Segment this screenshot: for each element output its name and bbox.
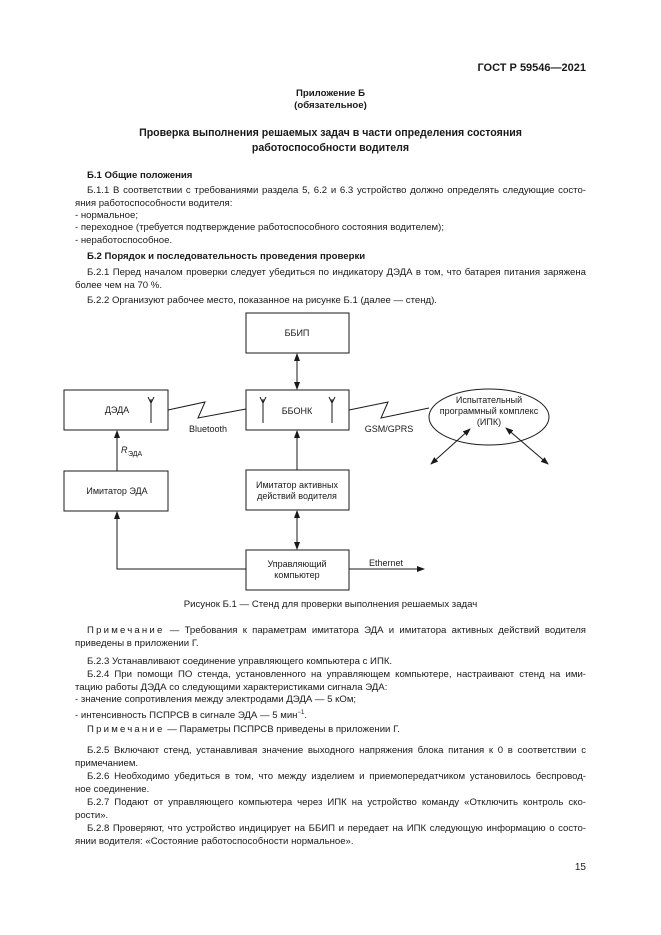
label-computer-2: компьютер: [274, 570, 319, 580]
label-computer-1: Управляющий: [267, 559, 326, 569]
page-number: 15: [574, 862, 586, 873]
label-ipk-1: Испытательный: [456, 395, 522, 405]
label-r-sub: ЭДА: [128, 451, 143, 458]
block-computer: [245, 549, 350, 591]
list-item: - значение сопротивления между электрода…: [75, 694, 357, 705]
note-label: Примечание: [87, 724, 165, 735]
arrow-computer-imitator-eda: [114, 511, 246, 570]
label-ipk-2: программный комплекс: [440, 406, 539, 416]
document-id-header: ГОСТ Р 59546—2021: [477, 62, 586, 74]
section-2-heading: Б.2 Порядок и последовательность проведе…: [87, 251, 366, 262]
label-r: R: [121, 445, 128, 455]
label-ethernet: Ethernet: [369, 558, 404, 568]
list-item-text: - интенсивность ПСПРСВ в сигнале ЭДА — 5…: [75, 710, 298, 722]
note-text: — Параметры ПСПРСВ приведены в приложени…: [167, 724, 400, 735]
bluetooth-link: [167, 401, 247, 419]
paragraph-line: Б.2.1 Перед началом проверки следует убе…: [87, 267, 586, 278]
paragraph-line: Б.2.8 Проверяют, что устройство индициру…: [87, 823, 586, 834]
paragraph-line: приведены в приложении Г.: [75, 638, 199, 649]
paragraph-line: Б.1.1 В соответствии с требованиями разд…: [87, 185, 586, 196]
list-item-end: .: [304, 710, 307, 722]
label-bbonk: ББОНК: [282, 406, 313, 416]
antenna-icon: [259, 396, 267, 423]
section-1-heading: Б.1 Общие положения: [87, 170, 193, 181]
paragraph-line: рости».: [75, 810, 109, 821]
figure-caption: Рисунок Б.1 — Стенд для проверки выполне…: [183, 599, 478, 610]
paragraph-line: янии водителя: «Состояние работоспособно…: [75, 836, 354, 847]
label-deda: ДЭДА: [105, 405, 129, 415]
appendix-status: (обязательное): [294, 100, 367, 111]
gsm-link: [348, 401, 430, 419]
list-item: - неработоспособное.: [75, 235, 173, 246]
label-imitator-active-2: действий водителя: [257, 491, 337, 501]
paragraph-line: яния работоспособности водителя:: [75, 198, 233, 209]
list-item: - нормальное;: [75, 210, 138, 221]
label-imitator-eda: Имитатор ЭДА: [86, 486, 147, 496]
block-ipk: [428, 388, 550, 446]
note-text: — Требования к параметрам имитатора ЭДА …: [169, 625, 587, 636]
paragraph-line: Б.2.2 Организуют рабочее место, показанн…: [87, 295, 437, 306]
label-imitator-active-1: Имитатор активных: [256, 480, 338, 490]
paragraph-line: более чем на 70 %.: [75, 280, 162, 291]
label-bluetooth: Bluetooth: [189, 424, 227, 434]
arrow-ipk-left: [430, 428, 471, 465]
page-title-line-2: работоспособности водителя: [251, 142, 410, 154]
label-ipk-3: (ИПК): [477, 417, 501, 427]
list-item: - интенсивность ПСПРСВ в сигнале ЭДА — 5…: [75, 707, 586, 722]
note-label: Примечание: [87, 625, 165, 636]
note-2: Примечание — Параметры ПСПРСВ приведены …: [75, 724, 586, 736]
paragraph-line: Б.2.6 Необходимо убедиться в том, что ме…: [87, 771, 586, 782]
paragraph-line: тацию работы ДЭДА со следующими характер…: [75, 682, 388, 693]
paragraph-line: Б.2.4 При помощи ПО стенда, установленно…: [87, 669, 586, 680]
figure-diagram: ББИП ДЭДА ББОНК Испытательный программны…: [63, 312, 550, 591]
label-gsm: GSM/GPRS: [365, 424, 414, 434]
paragraph-line: Б.2.3 Устанавливают соединение управляющ…: [87, 656, 393, 667]
appendix-title: Приложение Б: [296, 88, 365, 99]
antenna-icon: [328, 396, 336, 423]
list-item: - переходное (требуется подтверждение ра…: [75, 222, 444, 233]
note-1: Примечание — Требования к параметрам ими…: [75, 625, 586, 637]
paragraph-line: примечанием.: [75, 758, 139, 769]
paragraph-line: Б.2.7 Подают от управляющего компьютера …: [87, 797, 586, 808]
arrow-ipk-right: [505, 427, 549, 465]
block-imitator-active: [245, 469, 350, 511]
antenna-icon: [147, 396, 155, 423]
paragraph-line: ное соединение.: [75, 784, 150, 795]
paragraph-line: Б.2.5 Включают стенд, устанавливая значе…: [87, 745, 586, 756]
superscript: −1: [297, 710, 305, 716]
page-title-line-1: Проверка выполнения решаемых задач в час…: [139, 127, 522, 139]
label-bbip: ББИП: [285, 328, 310, 338]
